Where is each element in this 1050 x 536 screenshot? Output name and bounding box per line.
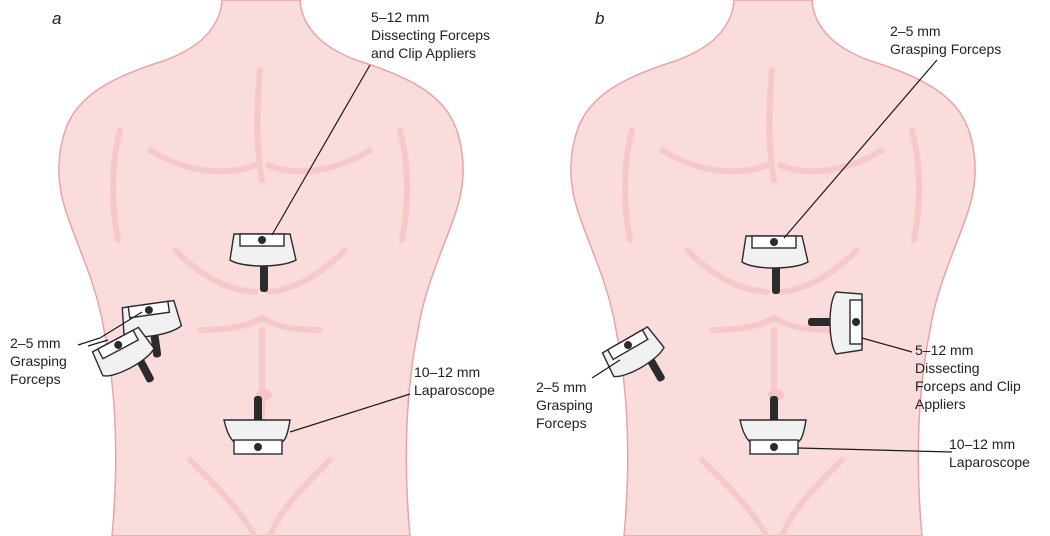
label-line: 5–12 mm	[915, 342, 973, 358]
label-dissecting: 5–12 mm Dissecting Forceps and Clip Appl…	[915, 342, 1021, 412]
label-line: Dissecting Forceps	[371, 27, 490, 43]
label-grasping: 2–5 mm Grasping Forceps	[536, 379, 593, 431]
panel-letter: a	[52, 9, 61, 28]
panel-a: a	[10, 0, 495, 536]
label-line: Forceps	[10, 371, 61, 387]
label-line: 2–5 mm	[890, 23, 941, 39]
panel-letter: b	[595, 9, 604, 28]
panel-b: b	[536, 0, 1030, 536]
label-line: Appliers	[915, 396, 966, 412]
label-grasping: 2–5 mm Grasping Forceps	[10, 335, 67, 387]
label-dissecting: 5–12 mm Dissecting Forceps and Clip Appl…	[371, 9, 490, 61]
label-line: Grasping	[536, 397, 593, 413]
label-line: Forceps	[536, 415, 587, 431]
label-line: 10–12 mm	[949, 436, 1015, 452]
label-line: 5–12 mm	[371, 9, 429, 25]
label-line: 10–12 mm	[414, 364, 480, 380]
label-line: and Clip Appliers	[371, 45, 476, 61]
label-line: Forceps and Clip	[915, 378, 1021, 394]
label-line: 2–5 mm	[10, 335, 61, 351]
label-line: Grasping Forceps	[890, 41, 1001, 57]
label-line: Dissecting	[915, 360, 980, 376]
label-laparoscope: 10–12 mm Laparoscope	[949, 436, 1030, 470]
label-grasping-top: 2–5 mm Grasping Forceps	[890, 23, 1001, 57]
label-line: Laparoscope	[414, 382, 495, 398]
label-line: 2–5 mm	[536, 379, 587, 395]
label-line: Laparoscope	[949, 454, 1030, 470]
label-line: Grasping	[10, 353, 67, 369]
label-laparoscope: 10–12 mm Laparoscope	[414, 364, 495, 398]
